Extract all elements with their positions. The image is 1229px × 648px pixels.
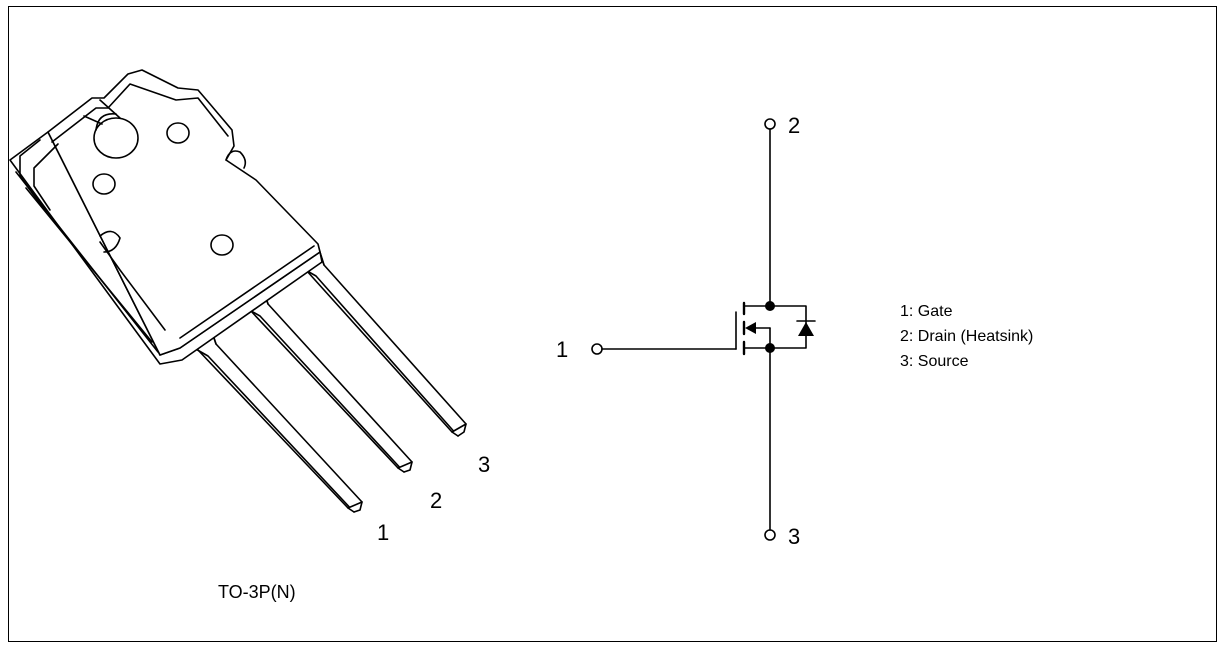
source-terminal-icon	[764, 529, 776, 541]
body-diode	[769, 305, 816, 349]
drain-terminal-icon	[764, 118, 776, 130]
body-arrow-icon	[745, 322, 756, 334]
mounting-hole	[83, 99, 139, 159]
surface-mark	[166, 122, 190, 144]
surface-mark	[210, 234, 234, 256]
lead-label-1: 1	[377, 520, 389, 545]
diode-icon	[798, 322, 814, 336]
package-drawing: 1 2 3 TO-3P(N)	[9, 69, 490, 602]
drain-terminal-label: 2	[788, 113, 800, 138]
legend-item-gate: 1: Gate	[900, 303, 953, 320]
gate-terminal-label: 1	[556, 337, 568, 362]
source-terminal-label: 3	[788, 524, 800, 549]
mosfet-schematic: 2 3 1	[556, 113, 816, 549]
surface-mark	[92, 173, 116, 195]
lead-label-3: 3	[478, 452, 490, 477]
lead-label-2: 2	[430, 488, 442, 513]
lead-3	[289, 245, 467, 437]
lead-2	[233, 285, 413, 473]
pin-legend: 1: Gate 2: Drain (Heatsink) 3: Source	[900, 303, 1033, 370]
edge-cutout	[99, 230, 121, 253]
lead-1	[181, 325, 363, 513]
legend-item-source: 3: Source	[900, 353, 969, 370]
legend-item-drain: 2: Drain (Heatsink)	[900, 328, 1033, 345]
gate-terminal-icon	[591, 343, 603, 355]
package-caption: TO-3P(N)	[218, 582, 296, 602]
